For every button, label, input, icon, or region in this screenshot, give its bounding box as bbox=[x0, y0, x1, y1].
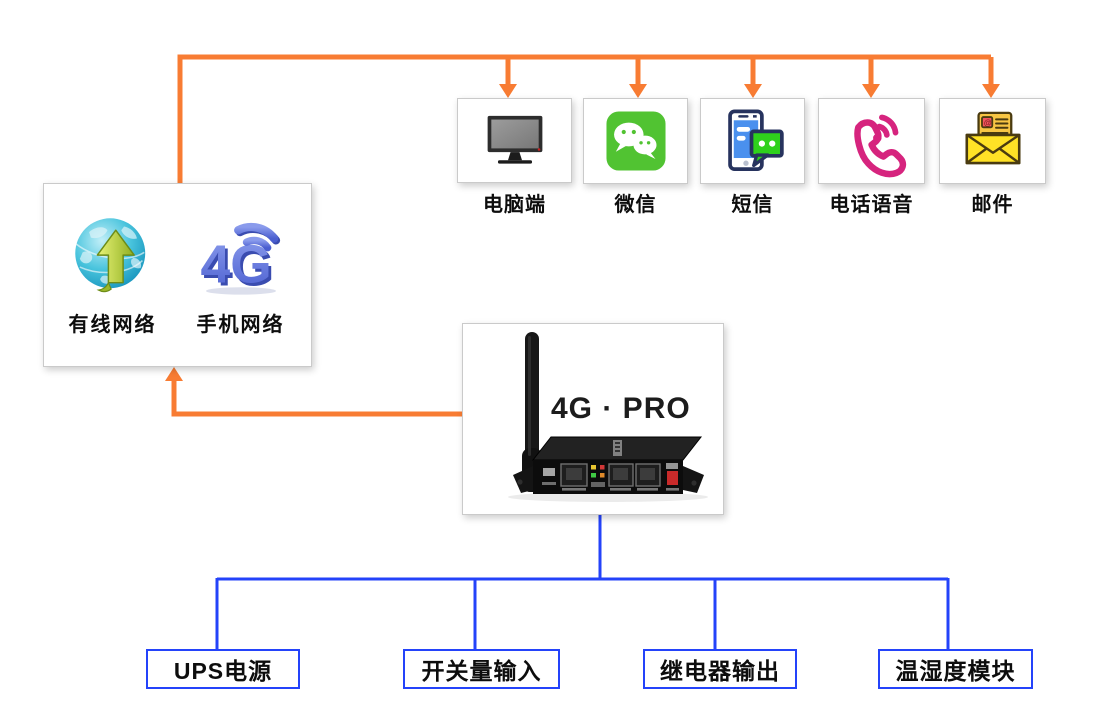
device-box: 4G · PRO bbox=[462, 323, 724, 515]
module-ups: UPS电源 bbox=[146, 649, 300, 689]
channel-item-sms bbox=[700, 98, 805, 184]
sms-icon bbox=[727, 109, 784, 171]
network-label-mobile: 手机网络 bbox=[196, 314, 285, 336]
globe-arrow-icon bbox=[74, 218, 145, 293]
wechat-icon bbox=[605, 111, 666, 171]
network-item-wired: 有线网络 bbox=[67, 210, 159, 337]
channel-item-phone bbox=[818, 98, 925, 184]
4g-signal-icon: 4G 4G bbox=[200, 222, 280, 297]
phone-voice-icon bbox=[853, 114, 906, 178]
channel-label-sms: 短信 bbox=[731, 194, 774, 216]
channel-label-wechat: 微信 bbox=[614, 194, 657, 216]
module-relay-output: 继电器输出 bbox=[643, 649, 797, 689]
monitor-icon bbox=[487, 115, 542, 164]
channel-item-email: @ bbox=[939, 98, 1046, 184]
channel-label-phone: 电话语音 bbox=[829, 194, 914, 216]
email-icon: @ bbox=[964, 111, 1021, 165]
router-device-image bbox=[508, 332, 708, 502]
channel-label-pc: 电脑端 bbox=[483, 194, 546, 216]
blue-connector-lines bbox=[215, 515, 950, 650]
channel-item-pc bbox=[457, 98, 572, 183]
channel-label-email: 邮件 bbox=[971, 194, 1014, 216]
svg-text:4G: 4G bbox=[203, 238, 274, 297]
network-label-wired: 有线网络 bbox=[68, 314, 157, 336]
channel-item-wechat bbox=[583, 98, 688, 184]
device-title: 4G · PRO bbox=[551, 392, 691, 425]
network-item-mobile: 4G 4G 手机网络 bbox=[193, 210, 289, 337]
network-sources-box: 有线网络 4G 4G 手机网络 bbox=[43, 183, 312, 367]
module-switch-input: 开关量输入 bbox=[403, 649, 560, 689]
module-temp-humidity: 温湿度模块 bbox=[878, 649, 1033, 689]
svg-text:@: @ bbox=[983, 118, 991, 127]
